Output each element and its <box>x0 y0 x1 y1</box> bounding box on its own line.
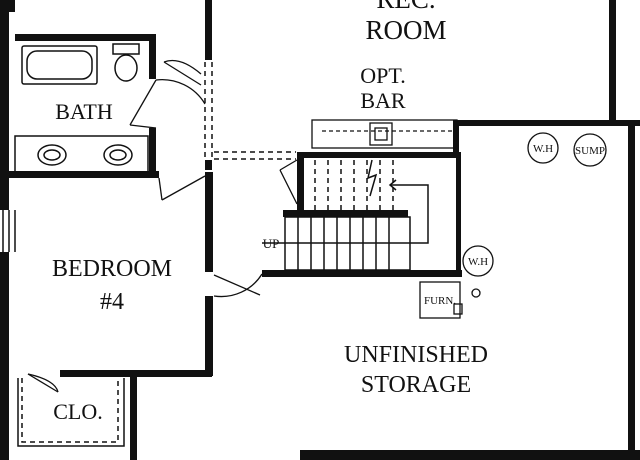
storage-label-line1: UNFINISHED <box>344 342 488 368</box>
doors <box>27 59 298 393</box>
water-heater-lower-label: W.H <box>468 256 488 268</box>
opt-bar-label-line1: OPT. <box>360 63 405 88</box>
bath-label: BATH <box>55 99 113 124</box>
stairs <box>262 159 429 271</box>
bar-counter <box>311 119 458 149</box>
rec-room-label-line1: REC. <box>376 0 435 14</box>
fixture-labels: W.H SUMP W.H FURN. UP <box>263 143 605 307</box>
opt-bar-label-line2: BAR <box>360 88 406 113</box>
furnace-box <box>419 281 461 319</box>
sump-label: SUMP <box>575 145 605 157</box>
water-heater-top-circle <box>527 132 559 164</box>
water-heater-lower-circle <box>462 245 494 277</box>
room-labels: REC. ROOM OPT. BAR BATH BEDROOM #4 CLO. … <box>52 0 488 424</box>
mechanical <box>419 132 607 319</box>
storage-label-line2: STORAGE <box>361 372 471 398</box>
closet-lines <box>17 378 125 447</box>
closet-label: CLO. <box>53 399 103 424</box>
bedroom-label-line2: #4 <box>100 289 124 315</box>
bath-fixtures <box>14 43 149 173</box>
furnace-label: FURN. <box>424 295 456 307</box>
rec-room-label-line2: ROOM <box>365 15 446 45</box>
dashed-openings <box>21 62 394 443</box>
stairs-up-label: UP <box>263 236 280 251</box>
water-heater-top-label: W.H <box>533 143 553 155</box>
bedroom-label-line1: BEDROOM <box>52 256 172 282</box>
sump-circle <box>573 133 607 167</box>
left-windows <box>0 210 16 252</box>
